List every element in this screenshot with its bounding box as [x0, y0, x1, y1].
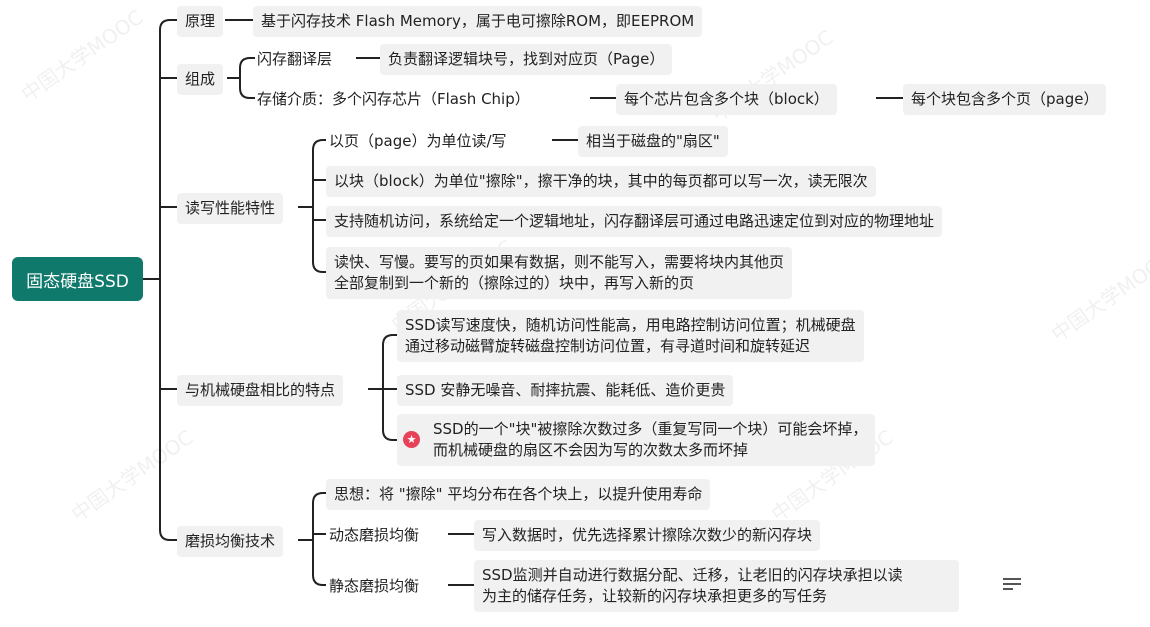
node-page-sector[interactable]: 相当于磁盘的"扇区": [578, 126, 728, 157]
node-ssd-quiet[interactable]: SSD 安静无噪音、耐摔抗震、能耗低、造价更贵: [397, 375, 734, 406]
text-line: 为主的储存任务，让较新的闪存块承担更多的写任务: [482, 587, 828, 605]
node-wear-idea[interactable]: 思想：将 "擦除" 平均分布在各个块上，以提升使用寿命: [326, 479, 711, 510]
node-ftl[interactable]: 闪存翻译层: [257, 50, 333, 68]
node-dynamic-wear-detail[interactable]: 写入数据时，优先选择累计擦除次数少的新闪存块: [474, 520, 821, 551]
connector-n3: [298, 139, 326, 273]
node-static-wear-detail[interactable]: SSD监测并自动进行数据分配、迁移，让老旧的闪存块承担以读 为主的储存任务，让较…: [474, 560, 959, 612]
node-vs-hdd[interactable]: 与机械硬盘相比的特点: [177, 375, 344, 406]
node-rw-performance[interactable]: 读写性能特性: [177, 193, 284, 224]
node-ftl-detail[interactable]: 负责翻译逻辑块号，找到对应页（Page）: [380, 44, 673, 75]
node-read-fast-write-slow[interactable]: 读快、写慢。要写的页如果有数据，则不能写入，需要将块内其他页 全部复制到一个新的…: [326, 247, 793, 299]
node-dynamic-wear[interactable]: 动态磨损均衡: [329, 526, 420, 544]
text-line: 通过移动磁臂旋转磁盘控制访问位置，有寻道时间和旋转延迟: [405, 337, 811, 355]
node-block-erase[interactable]: 以块（block）为单位"擦除"，擦干净的块，其中的每页都可以写一次，读无限次: [326, 166, 876, 197]
node-page-rw[interactable]: 以页（page）为单位读/写: [329, 132, 507, 150]
node-storage-medium[interactable]: 存储介质：多个闪存芯片（Flash Chip）: [257, 90, 530, 108]
text-line: SSD监测并自动进行数据分配、迁移，让老旧的闪存块承担以读: [482, 566, 903, 584]
text-line: 全部复制到一个新的（擦除过的）块中，再写入新的页: [334, 274, 695, 292]
menu-icon[interactable]: [1003, 578, 1021, 592]
node-ssd-block-wear[interactable]: ★ SSD的一个"块"被擦除次数过多（重复写同一个块）可能会坏掉， 而机械硬盘的…: [397, 414, 876, 466]
node-static-wear[interactable]: 静态磨损均衡: [329, 577, 420, 595]
node-composition[interactable]: 组成: [177, 64, 224, 95]
node-speed-compare[interactable]: SSD读写速度快，随机访问性能高，用电路控制访问位置；机械硬盘 通过移动磁臂旋转…: [397, 310, 864, 362]
node-block-pages[interactable]: 每个块包含多个页（page）: [903, 84, 1107, 115]
star-icon: ★: [403, 431, 420, 448]
text-line: 读快、写慢。要写的页如果有数据，则不能写入，需要将块内其他页: [334, 253, 785, 271]
node-chip-blocks[interactable]: 每个芯片包含多个块（block）: [616, 84, 837, 115]
node-principle-detail[interactable]: 基于闪存技术 Flash Memory，属于电可擦除ROM，即EEPROM: [253, 6, 703, 37]
text-line: SSD读写速度快，随机访问性能高，用电路控制访问位置；机械硬盘: [405, 316, 856, 334]
connector-n5: [298, 492, 326, 586]
root-node[interactable]: 固态硬盘SSD: [12, 257, 143, 301]
text-line: SSD的一个"块"被擦除次数过多（重复写同一个块）可能会坏掉，: [433, 420, 868, 438]
connector-n2: [227, 57, 255, 99]
connector-n4: [368, 334, 397, 441]
text-line: 而机械硬盘的扇区不会因为写的次数太多而坏掉: [433, 441, 749, 459]
node-random-access[interactable]: 支持随机访问，系统给定一个逻辑地址，闪存翻译层可通过电路迅速定位到对应的物理地址: [326, 206, 943, 237]
connector-trunk: [159, 19, 177, 541]
node-principle[interactable]: 原理: [177, 6, 224, 37]
node-wear-leveling[interactable]: 磨损均衡技术: [177, 526, 284, 557]
